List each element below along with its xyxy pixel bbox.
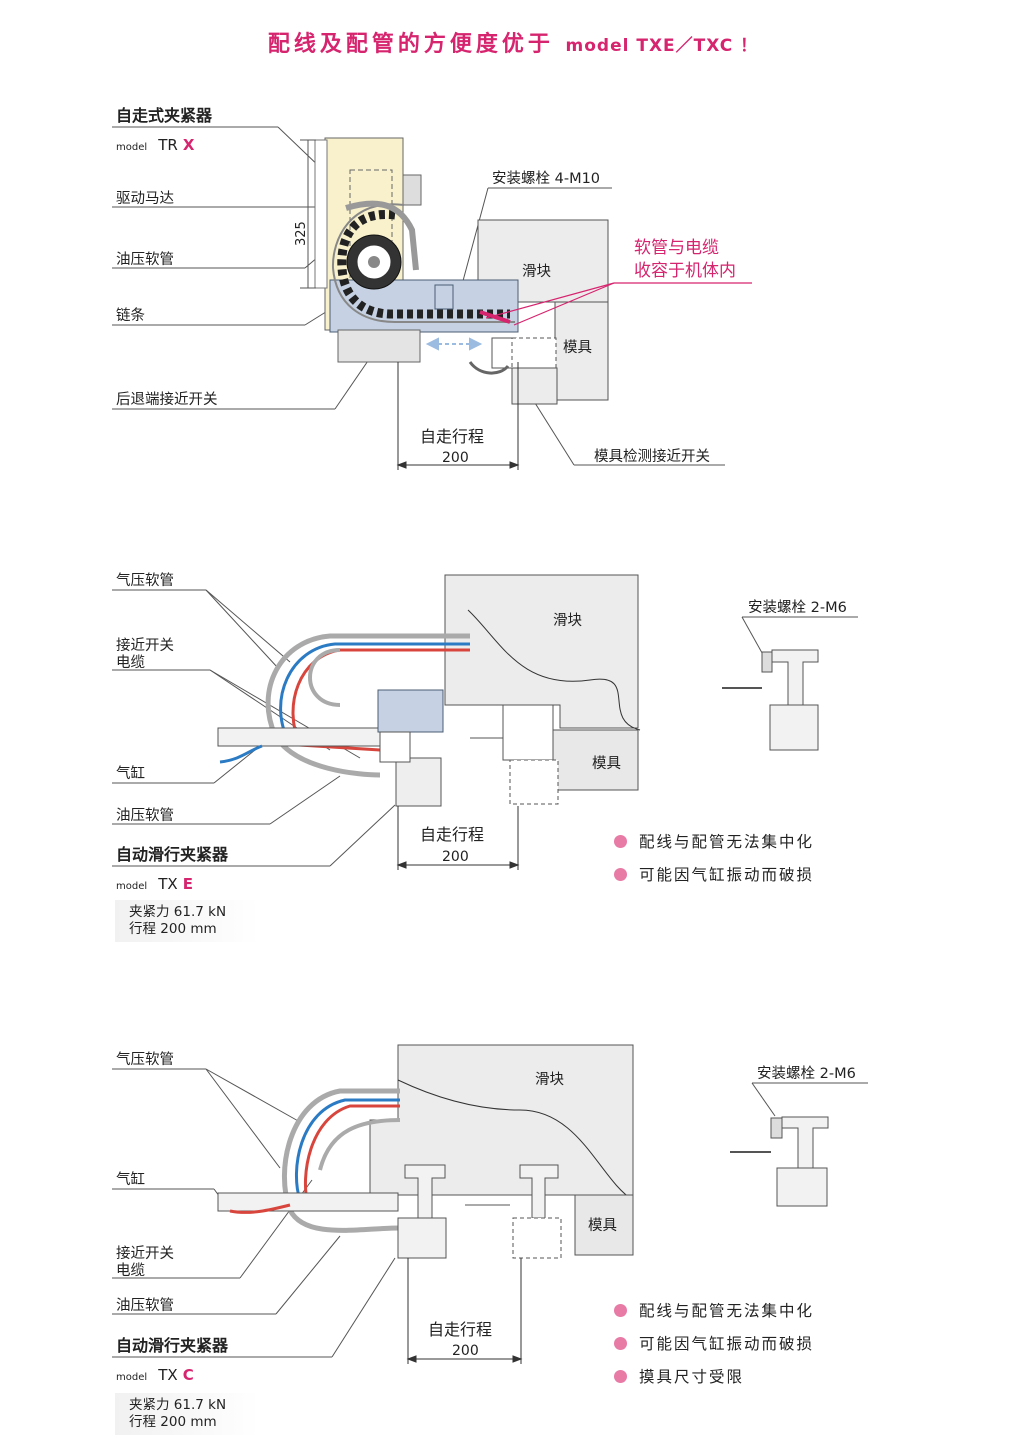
label-motor: 驱动马达 [116, 190, 174, 207]
section3-name: 自动滑行夹紧器 [116, 1336, 229, 1355]
section3-spec-force: 夹紧力 61.7 kN [129, 1397, 227, 1413]
page-title-model: model TXE／TXC ！ [565, 36, 759, 56]
s3-label-die: 模具 [588, 1217, 617, 1234]
section3-spec-stroke: 行程 200 mm [129, 1414, 217, 1430]
section2-bullet: 配线与配管无法集中化 [614, 830, 814, 852]
s3-label-switch-cable-1: 接近开关 [116, 1245, 174, 1262]
s3-label-cylinder: 气缸 [116, 1170, 145, 1188]
section2-model-prefix: model [116, 881, 147, 892]
section3-model: model TX C [116, 1365, 194, 1384]
section1-model-code: TR [157, 136, 178, 154]
s2-label-oil-hose: 油压软管 [116, 807, 174, 824]
section3-spec: 夹紧力 61.7 kN 行程 200 mm [115, 1393, 259, 1435]
label-die: 模具 [563, 339, 592, 356]
s2-label-switch-cable-2: 电缆 [116, 654, 145, 671]
section2-model-suffix: E [183, 875, 193, 893]
label-housed-line1: 软管与电缆 [634, 238, 719, 258]
section3-model-prefix: model [116, 1372, 147, 1383]
s2-label-air-hose: 气压软管 [116, 572, 174, 589]
section2-model: model TX E [116, 874, 193, 893]
label-slide: 滑块 [522, 263, 551, 280]
section1-name: 自走式夹紧器 [116, 106, 213, 125]
section2-name: 自动滑行夹紧器 [116, 845, 229, 864]
section2-bullets: 配线与配管无法集中化 可能因气缸振动而破损 [614, 830, 814, 896]
section3-bullets: 配线与配管无法集中化 可能因气缸振动而破损 摸具尺寸受限 [614, 1299, 814, 1398]
section2-bullet: 可能因气缸振动而破损 [614, 863, 814, 885]
section3-bullet: 可能因气缸振动而破损 [614, 1332, 814, 1354]
bullet-dot-icon [614, 1369, 627, 1383]
section2-spec: 夹紧力 61.7 kN 行程 200 mm [115, 900, 259, 942]
label-travel-value: 200 [442, 450, 469, 466]
page-title: 配线及配管的方便度优于 model TXE／TXC ！ [0, 26, 1026, 58]
label-housed-line2: 收容于机体内 [634, 261, 736, 281]
s2-label-slide: 滑块 [553, 612, 582, 629]
section3-bullet: 配线与配管无法集中化 [614, 1299, 814, 1321]
label-rear-switch: 后退端接近开关 [116, 391, 218, 408]
s3-label-bolt: 安装螺栓 2-M6 [757, 1065, 856, 1082]
label-chain: 链条 [116, 307, 145, 324]
bullet-dot-icon [614, 1303, 627, 1317]
s2-label-die: 模具 [592, 755, 621, 772]
label-height-dim: 325 [294, 221, 309, 246]
s3-label-travel: 自走行程 [428, 1320, 492, 1339]
section2-diagram: 气压软管 接近开关 电缆 气缸 油压软管 自动滑行夹紧器 model TX E … [112, 572, 858, 893]
section1-model-suffix: X [183, 136, 195, 154]
bullet-dot-icon [614, 867, 627, 881]
s3-label-travel-value: 200 [452, 1343, 479, 1359]
s2-label-travel: 自走行程 [420, 825, 484, 844]
label-travel: 自走行程 [420, 427, 484, 446]
s3-label-slide: 滑块 [535, 1071, 564, 1088]
label-bolt-4m10: 安装螺栓 4-M10 [492, 170, 600, 187]
s2-label-bolt: 安装螺栓 2-M6 [748, 599, 847, 616]
section3-diagram: 气压软管 气缸 接近开关 电缆 油压软管 自动滑行夹紧器 model TX C … [112, 1044, 868, 1384]
s3-label-air-hose: 气压软管 [116, 1051, 174, 1068]
s2-label-cylinder: 气缸 [116, 764, 145, 782]
section2-model-code: TX [157, 875, 177, 893]
section3-model-suffix: C [183, 1366, 194, 1384]
bullet-dot-icon [614, 1336, 627, 1350]
section2-spec-stroke: 行程 200 mm [129, 921, 217, 937]
section3-bullet: 摸具尺寸受限 [614, 1365, 814, 1387]
section1-model: model TR X [116, 135, 195, 154]
s3-label-oil-hose: 油压软管 [116, 1297, 174, 1314]
page-title-main: 配线及配管的方便度优于 [267, 32, 554, 57]
label-oil-hose: 油压软管 [116, 251, 174, 268]
section3-model-code: TX [157, 1366, 177, 1384]
section2-spec-force: 夹紧力 61.7 kN [129, 904, 227, 920]
s2-label-travel-value: 200 [442, 849, 469, 865]
label-die-switch: 模具检测接近开关 [594, 448, 710, 465]
s3-label-switch-cable-2: 电缆 [116, 1262, 145, 1279]
bullet-dot-icon [614, 834, 627, 848]
section1-model-prefix: model [116, 142, 147, 153]
section1-diagram: 自走式夹紧器 model TR X 驱动马达 油压软管 链条 后退端接近开关 安… [112, 106, 752, 470]
s2-label-switch-cable-1: 接近开关 [116, 637, 174, 654]
